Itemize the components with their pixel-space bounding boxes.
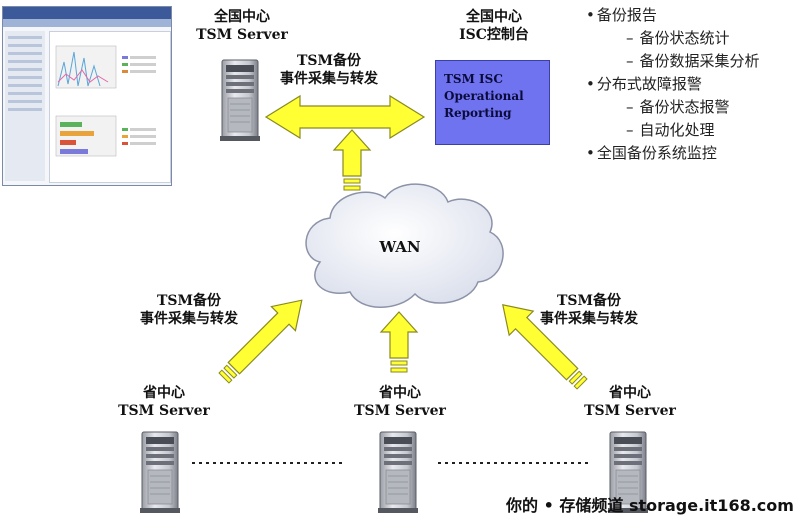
- thumbnail-toolbar: [3, 19, 171, 27]
- national-server-line2: TSM Server: [196, 27, 288, 43]
- feature-item: 全国备份系统监控: [586, 142, 800, 165]
- isc-reporting-box: TSM ISC Operational Reporting: [435, 60, 550, 145]
- top-relay-label: TSM备份 事件采集与转发: [254, 52, 404, 88]
- arrow-left-province-to-cloud: [218, 299, 303, 384]
- thumbnail-charts: [55, 45, 156, 157]
- wan-label: WAN: [379, 238, 421, 256]
- left-relay-label: TSM备份 事件采集与转发: [114, 292, 264, 328]
- watermark-caption: 你的 • 存储频道 storage.it168.com: [506, 496, 794, 515]
- right-relay-line2: 事件采集与转发: [540, 311, 638, 327]
- province-server-center-icon: [377, 431, 419, 514]
- province-right-line1: 省中心: [609, 385, 651, 401]
- national-isc-line2: ISC控制台: [459, 27, 529, 43]
- top-relay-line2: 事件采集与转发: [280, 71, 378, 87]
- feature-list: 备份报告 备份状态统计 备份数据采集分析 分布式故障报警 备份状态报警 自动化处…: [586, 4, 800, 165]
- arrow-right-province-to-cloud: [502, 304, 588, 390]
- national-isc-line1: 全国中心: [466, 9, 522, 25]
- left-relay-line1: TSM备份: [156, 293, 222, 309]
- isc-box-line3: Reporting: [444, 106, 512, 120]
- arrow-cloud-to-center: [332, 129, 372, 191]
- console-screenshot-thumbnail: [2, 6, 172, 186]
- left-relay-line2: 事件采集与转发: [140, 311, 238, 327]
- double-arrow-server-isc: [264, 94, 426, 140]
- province-right-label: 省中心 TSM Server: [576, 384, 684, 420]
- thumbnail-report-pane: [49, 31, 171, 183]
- feature-subitem: 备份数据采集分析: [586, 50, 800, 73]
- feature-item: 分布式故障报警: [586, 73, 800, 96]
- right-relay-line1: TSM备份: [556, 293, 622, 309]
- right-relay-label: TSM备份 事件采集与转发: [514, 292, 664, 328]
- isc-box-line2: Operational: [444, 89, 524, 103]
- province-right-line2: TSM Server: [584, 403, 676, 419]
- feature-item: 备份报告: [586, 4, 800, 27]
- province-center-label: 省中心 TSM Server: [346, 384, 454, 420]
- top-relay-line1: TSM备份: [296, 53, 362, 69]
- province-server-left-icon: [139, 431, 181, 514]
- province-left-line2: TSM Server: [118, 403, 210, 419]
- province-left-line1: 省中心: [143, 385, 185, 401]
- thumbnail-sidebar: [5, 31, 45, 181]
- province-left-label: 省中心 TSM Server: [110, 384, 218, 420]
- arrow-center-province-to-cloud: [379, 311, 419, 373]
- wan-cloud: [305, 183, 504, 308]
- province-center-line2: TSM Server: [354, 403, 446, 419]
- national-server-label: 全国中心 TSM Server: [188, 8, 296, 44]
- feature-subitem: 备份状态统计: [586, 27, 800, 50]
- province-center-line1: 省中心: [379, 385, 421, 401]
- feature-subitem: 备份状态报警: [586, 96, 800, 119]
- thumbnail-title-bar: [3, 7, 171, 19]
- national-isc-label: 全国中心 ISC控制台: [442, 8, 546, 44]
- isc-box-line1: TSM ISC: [444, 72, 503, 86]
- national-server-line1: 全国中心: [214, 9, 270, 25]
- feature-subitem: 自动化处理: [586, 119, 800, 142]
